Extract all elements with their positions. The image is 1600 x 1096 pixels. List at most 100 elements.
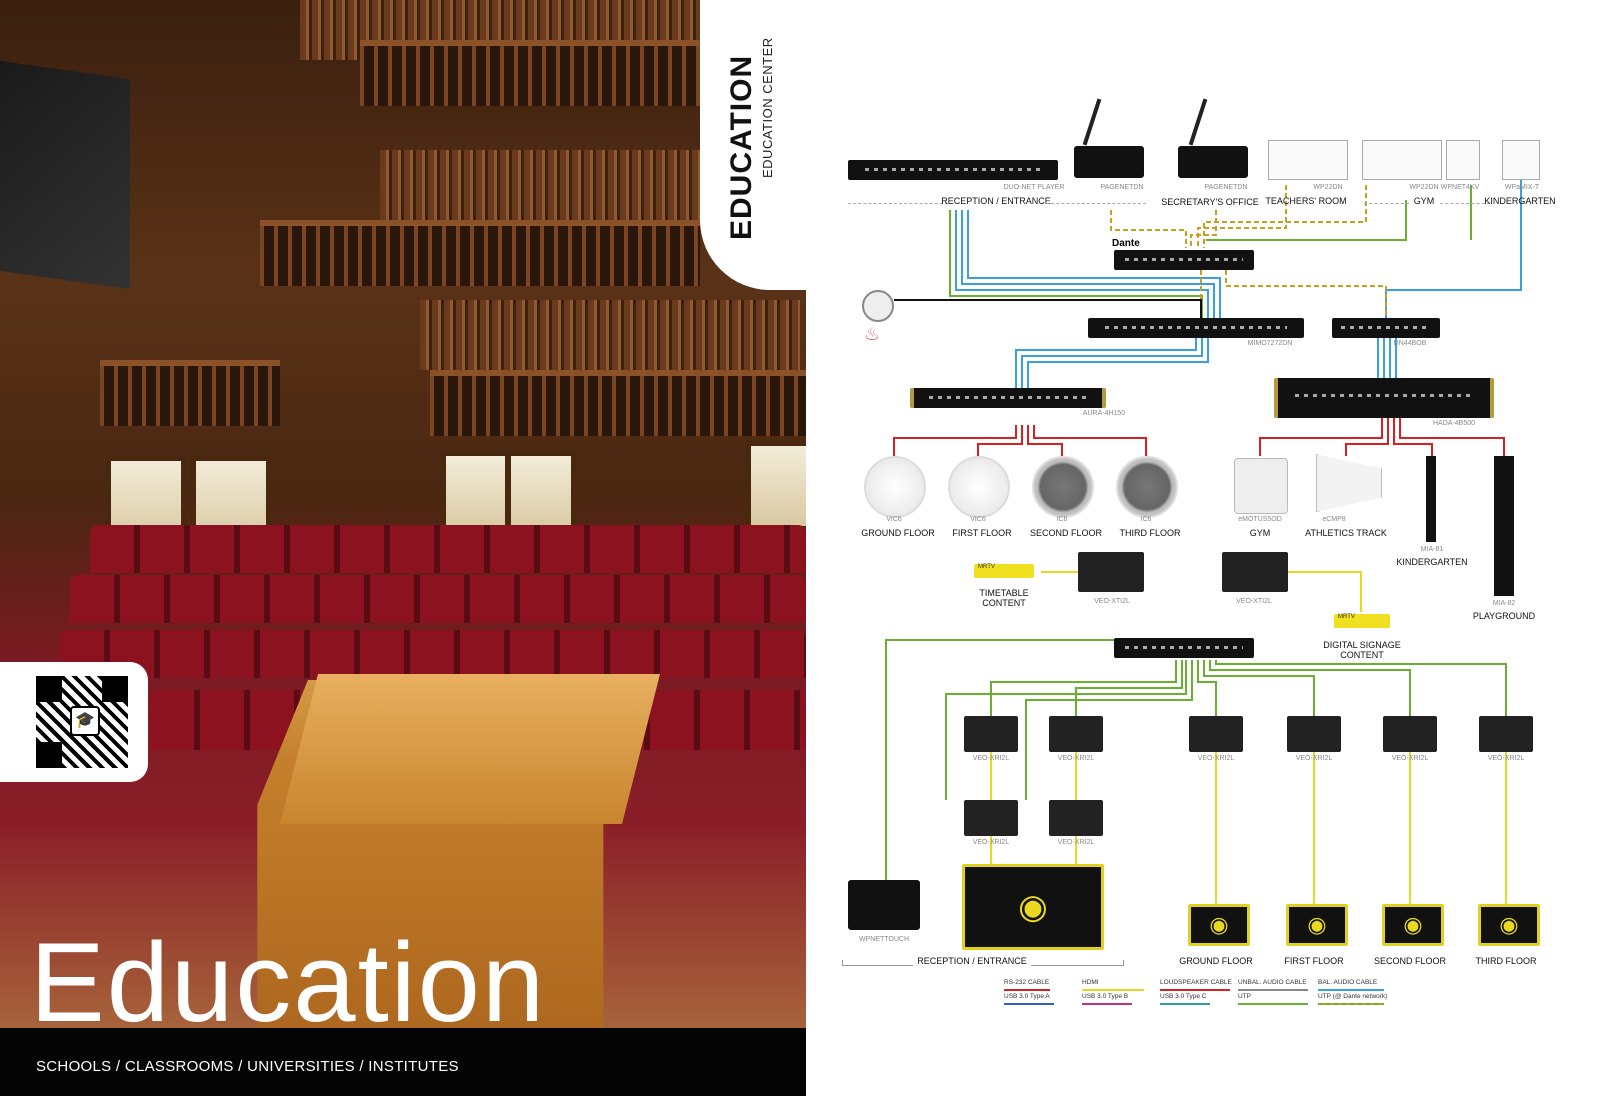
- wire-green: [885, 639, 1171, 880]
- aura-label: AURA-4H150: [1082, 410, 1126, 417]
- bottom-bar: [0, 1028, 806, 1096]
- display-third-floor: ◉: [1478, 904, 1540, 946]
- bookshelf: [420, 300, 800, 370]
- ic6-label: IC6: [1140, 516, 1152, 523]
- network-switch: [1114, 638, 1254, 658]
- zone-kindergarten-top: KINDERGARTEN: [1484, 196, 1556, 206]
- veo-rx-label: VEO-XRI2L: [1487, 755, 1525, 762]
- wpamix-t-panel: [1502, 140, 1540, 180]
- section-tab: [700, 0, 806, 290]
- veo-receiver: [964, 800, 1018, 836]
- zone-divider: [1046, 203, 1146, 204]
- wire-red: [1027, 425, 1063, 456]
- mrtv-label: MRTV: [1338, 614, 1355, 620]
- wire-blue: [961, 210, 1215, 318]
- mimo-label: MIMO7272DN: [1247, 340, 1293, 347]
- vic6-label: VIC6: [886, 516, 902, 523]
- wp22dn-label: WP22DN: [1409, 184, 1439, 191]
- wire-red: [1399, 418, 1505, 456]
- zone-first-floor: FIRST FLOOR: [952, 528, 1012, 538]
- zone-ground-floor-bottom: GROUND FLOOR: [1179, 956, 1253, 966]
- wire-red: [1393, 418, 1433, 456]
- wire-dante: [1110, 210, 1187, 248]
- vic6-label: VIC6: [970, 516, 986, 523]
- sensor-icon: [862, 290, 894, 322]
- zone-reception-entrance-bottom: RECEPTION / ENTRANCE: [913, 956, 1031, 966]
- eye-icon: ◉: [1307, 912, 1327, 937]
- display-case: [440, 450, 512, 537]
- veo-receiver: [1287, 716, 1341, 752]
- legend-line: [1160, 1003, 1210, 1005]
- wire-blue: [955, 210, 1209, 318]
- zone-second-floor: SECOND FLOOR: [1029, 528, 1103, 538]
- eye-icon: ◉: [1499, 912, 1519, 937]
- legend-line: [1082, 1003, 1132, 1005]
- duo-net-player-label: DUO-NET PLAYER: [1003, 184, 1065, 191]
- zone-ground-floor: GROUND FLOOR: [861, 528, 935, 538]
- section-title: EDUCATION: [725, 54, 758, 240]
- wire-green: [1206, 200, 1407, 241]
- legend-hdmi: HDMI: [1082, 979, 1099, 986]
- chair-row: [60, 630, 806, 678]
- zone-gym-top: GYM: [1413, 196, 1435, 206]
- legend-line: [1082, 989, 1144, 991]
- chair-row: [70, 575, 806, 623]
- zone-athletics-track: ATHLETICS TRACK: [1305, 528, 1387, 538]
- veo-rx-label: VEO-XRI2L: [1057, 839, 1095, 846]
- wire-blue: [1027, 338, 1209, 392]
- legend-usb-b: USB 3.0 Type B: [1082, 993, 1129, 1000]
- veo-receiver: [1189, 716, 1243, 752]
- veo-receiver: [1049, 716, 1103, 752]
- wp22dn-label: WP22DN: [1313, 184, 1343, 191]
- eye-icon: ◉: [1018, 888, 1048, 926]
- timetable-content-label: TIMETABLE CONTENT: [979, 588, 1029, 608]
- zone-kindergarten: KINDERGARTEN: [1396, 557, 1468, 567]
- chair-row: [90, 525, 806, 573]
- eye-icon: ◉: [1403, 912, 1423, 937]
- veo-rx-label: VEO-XRI2L: [972, 755, 1010, 762]
- wpnettouch-label: WPNETTOUCH: [858, 936, 910, 943]
- zone-first-floor-bottom: FIRST FLOOR: [1284, 956, 1344, 966]
- duo-net-player-device: [848, 160, 1058, 180]
- wire-red: [893, 425, 1017, 456]
- veo-xti-label: VEO-XTI2L: [1094, 598, 1130, 605]
- zone-third-floor: THIRD FLOOR: [1119, 528, 1181, 538]
- veo-receiver: [1049, 800, 1103, 836]
- emotus-speaker: [1234, 458, 1288, 514]
- dn44bob-device: [1332, 318, 1440, 338]
- wire-black: [894, 299, 1202, 318]
- veo-transmitter: [1078, 552, 1144, 592]
- ecmp8-label: eCMP8: [1322, 516, 1346, 523]
- legend-line: [1238, 989, 1308, 991]
- aura-amplifier: [910, 388, 1106, 408]
- zone-teachers-room: TEACHERS' ROOM: [1265, 196, 1347, 206]
- hada-amplifier: [1274, 378, 1494, 418]
- wire-green: [1215, 660, 1507, 716]
- wpnet4kv-panel: [1446, 140, 1480, 180]
- mia81-label: MIA-81: [1420, 546, 1444, 553]
- zone-reception-entrance: RECEPTION / ENTRANCE: [941, 196, 1051, 206]
- legend-line: [1318, 989, 1384, 991]
- wire-green: [1075, 660, 1183, 716]
- legend-utp: UTP: [1238, 993, 1251, 1000]
- wire-green: [1209, 660, 1411, 716]
- display-case: [745, 440, 806, 532]
- balcony-railing: [260, 220, 700, 286]
- video-wall: ◉: [962, 864, 1104, 950]
- digital-signage-content-label: DIGITAL SIGNAGE CONTENT: [1323, 640, 1401, 660]
- dante-logo: Dante: [1112, 238, 1140, 249]
- zone-second-floor-bottom: SECOND FLOOR: [1373, 956, 1447, 966]
- ceiling-speaker-vic6: [948, 456, 1010, 518]
- column-speaker-mia81: [1426, 456, 1436, 542]
- legend-usb-a: USB 3.0 Type A: [1004, 993, 1050, 1000]
- graduation-cap-icon: 🎓: [70, 706, 100, 736]
- heat-icon: ♨: [864, 324, 881, 344]
- loudspeaker: [0, 60, 130, 290]
- hada-label: HADA-4B500: [1432, 420, 1476, 427]
- display-case: [505, 450, 577, 537]
- emotus-label: eMOTUS5OD: [1238, 516, 1282, 523]
- mrtv-player: MRTV: [974, 564, 1034, 578]
- mimo-matrix-device: [1088, 318, 1304, 338]
- dn44bob-label: DN44BOB: [1393, 340, 1427, 347]
- legend-line: [1238, 1003, 1308, 1005]
